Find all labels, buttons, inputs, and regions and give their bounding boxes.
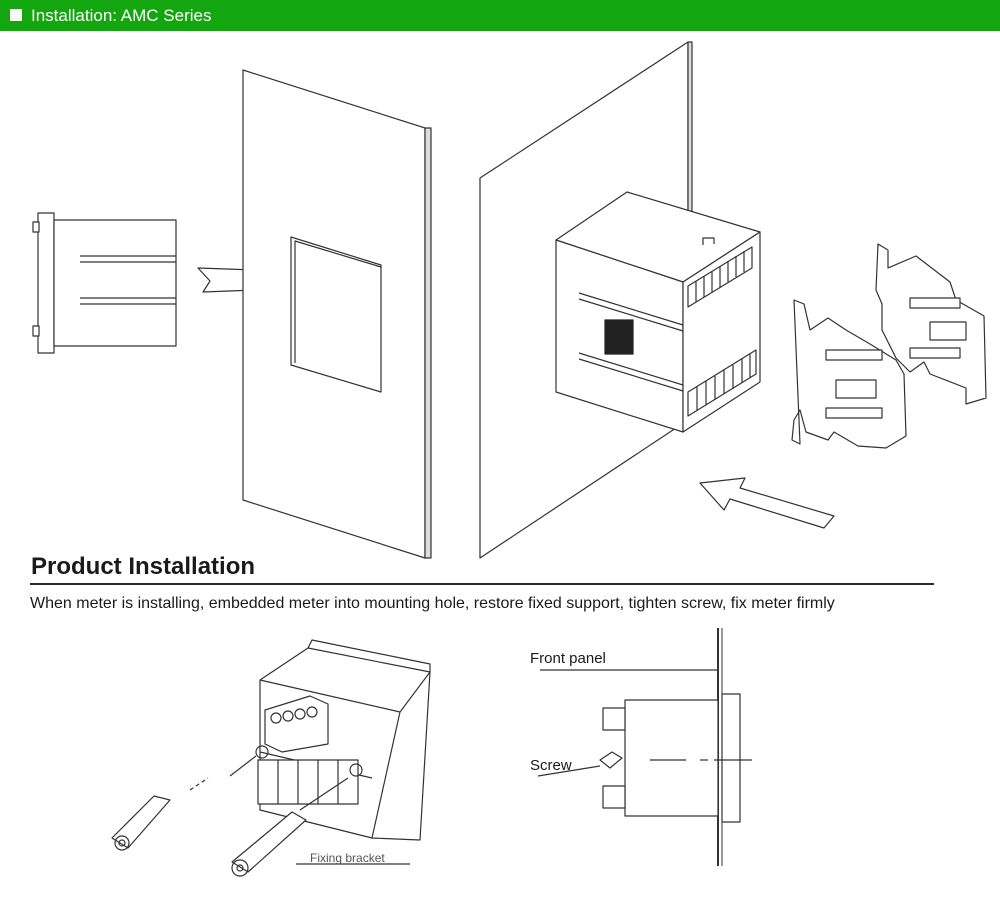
fixing-bracket-label: Fixing bracket [310,851,385,865]
section-title: Product Installation [31,553,256,580]
meter-rear-detail [111,639,431,877]
meter-front-view [32,212,177,354]
header-title: Installation: AMC Series [31,6,212,25]
bracket-arrow-icon [699,477,835,529]
meter-body [555,191,761,433]
panel-side-view [537,628,752,866]
section-description: When meter is installing, embedded meter… [30,595,835,612]
panel-with-hole [242,69,432,559]
square-bullet-icon [10,9,22,21]
screw-label: Screw [530,757,572,774]
fixing-bracket-rear [875,243,987,405]
fixing-bracket-front [791,299,907,449]
section-divider [30,583,934,585]
front-panel-label: Front panel [530,650,606,667]
header-bar: Installation: AMC Series [0,0,1000,31]
